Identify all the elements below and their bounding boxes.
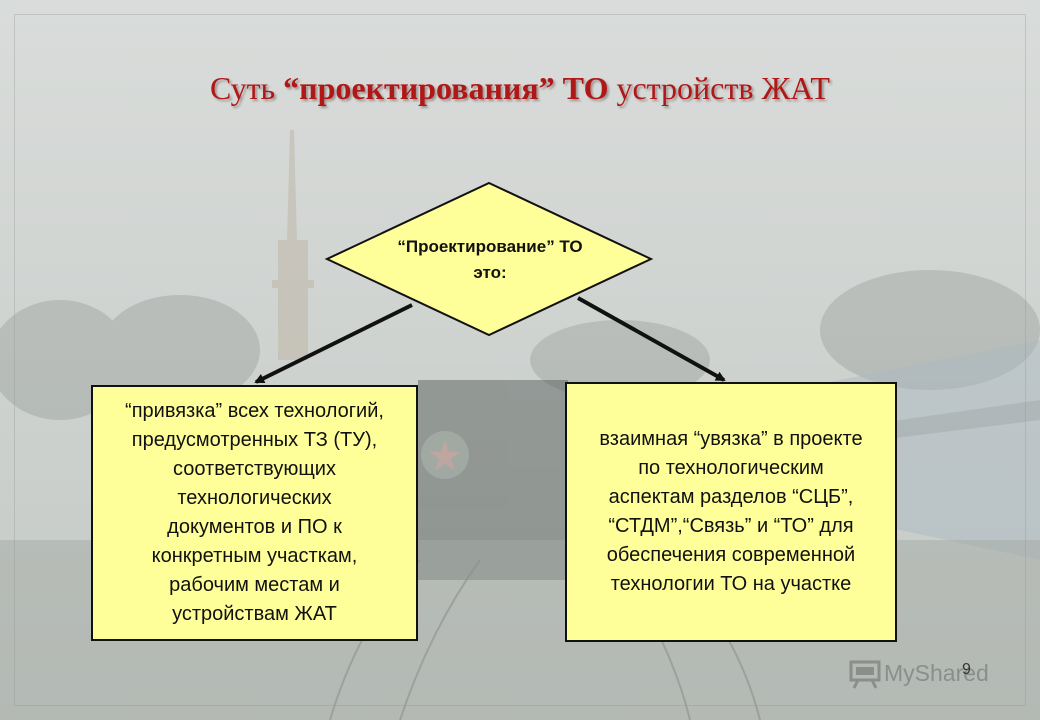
diamond-label: “Проектирование” ТО это: bbox=[360, 234, 620, 286]
title-part-2: “проектирования” bbox=[283, 70, 555, 106]
diamond-line-2: это: bbox=[473, 263, 507, 282]
watermark-logo: MyShared bbox=[848, 656, 1008, 692]
page-number: 9 bbox=[962, 661, 971, 678]
right-box: взаимная “увязка” в проекте по технологи… bbox=[565, 382, 897, 642]
left-box-text: “привязка” всех технологий, предусмотрен… bbox=[125, 397, 384, 629]
title-part-1: Суть bbox=[210, 70, 284, 106]
left-line: устройствам ЖАТ bbox=[172, 603, 337, 625]
left-line: технологических bbox=[177, 487, 332, 509]
arrow-left bbox=[254, 303, 413, 384]
left-line: рабочим местам и bbox=[169, 574, 340, 596]
left-line: предусмотренных ТЗ (ТУ), bbox=[131, 429, 378, 451]
watermark-text: MyShared bbox=[884, 660, 989, 686]
arrow-right bbox=[577, 296, 726, 382]
left-box: “привязка” всех технологий, предусмотрен… bbox=[91, 385, 418, 641]
right-line: аспектам разделов “СЦБ”, bbox=[608, 486, 854, 508]
left-line: документов и ПО к bbox=[167, 516, 342, 538]
diamond-line-1: “Проектирование” ТО bbox=[397, 237, 583, 256]
decision-diamond bbox=[324, 181, 654, 337]
slide-title: Суть “проектирования” ТО устройств ЖАТ bbox=[0, 70, 1040, 107]
title-part-4: устройств ЖАТ bbox=[608, 70, 830, 106]
presentation-board-icon bbox=[849, 660, 881, 689]
right-box-text: взаимная “увязка” в проекте по технологи… bbox=[599, 425, 862, 599]
tree-line bbox=[0, 270, 1040, 420]
left-line: соответствующих bbox=[173, 458, 336, 480]
right-line: обеспечения современной bbox=[606, 544, 856, 566]
spire-silhouette bbox=[272, 130, 314, 360]
right-line: по технологическим bbox=[638, 457, 824, 479]
right-line: взаимная “увязка” в проекте bbox=[599, 428, 863, 450]
right-line: “СТДМ”,“Связь” и “ТО” для bbox=[608, 515, 854, 537]
title-part-3: ТО bbox=[554, 70, 609, 106]
right-line: технологии ТО на участке bbox=[610, 573, 852, 595]
left-line: конкретным участкам, bbox=[151, 545, 358, 567]
slide-frame bbox=[14, 14, 1026, 706]
left-line: “привязка” всех технологий, bbox=[125, 400, 384, 422]
